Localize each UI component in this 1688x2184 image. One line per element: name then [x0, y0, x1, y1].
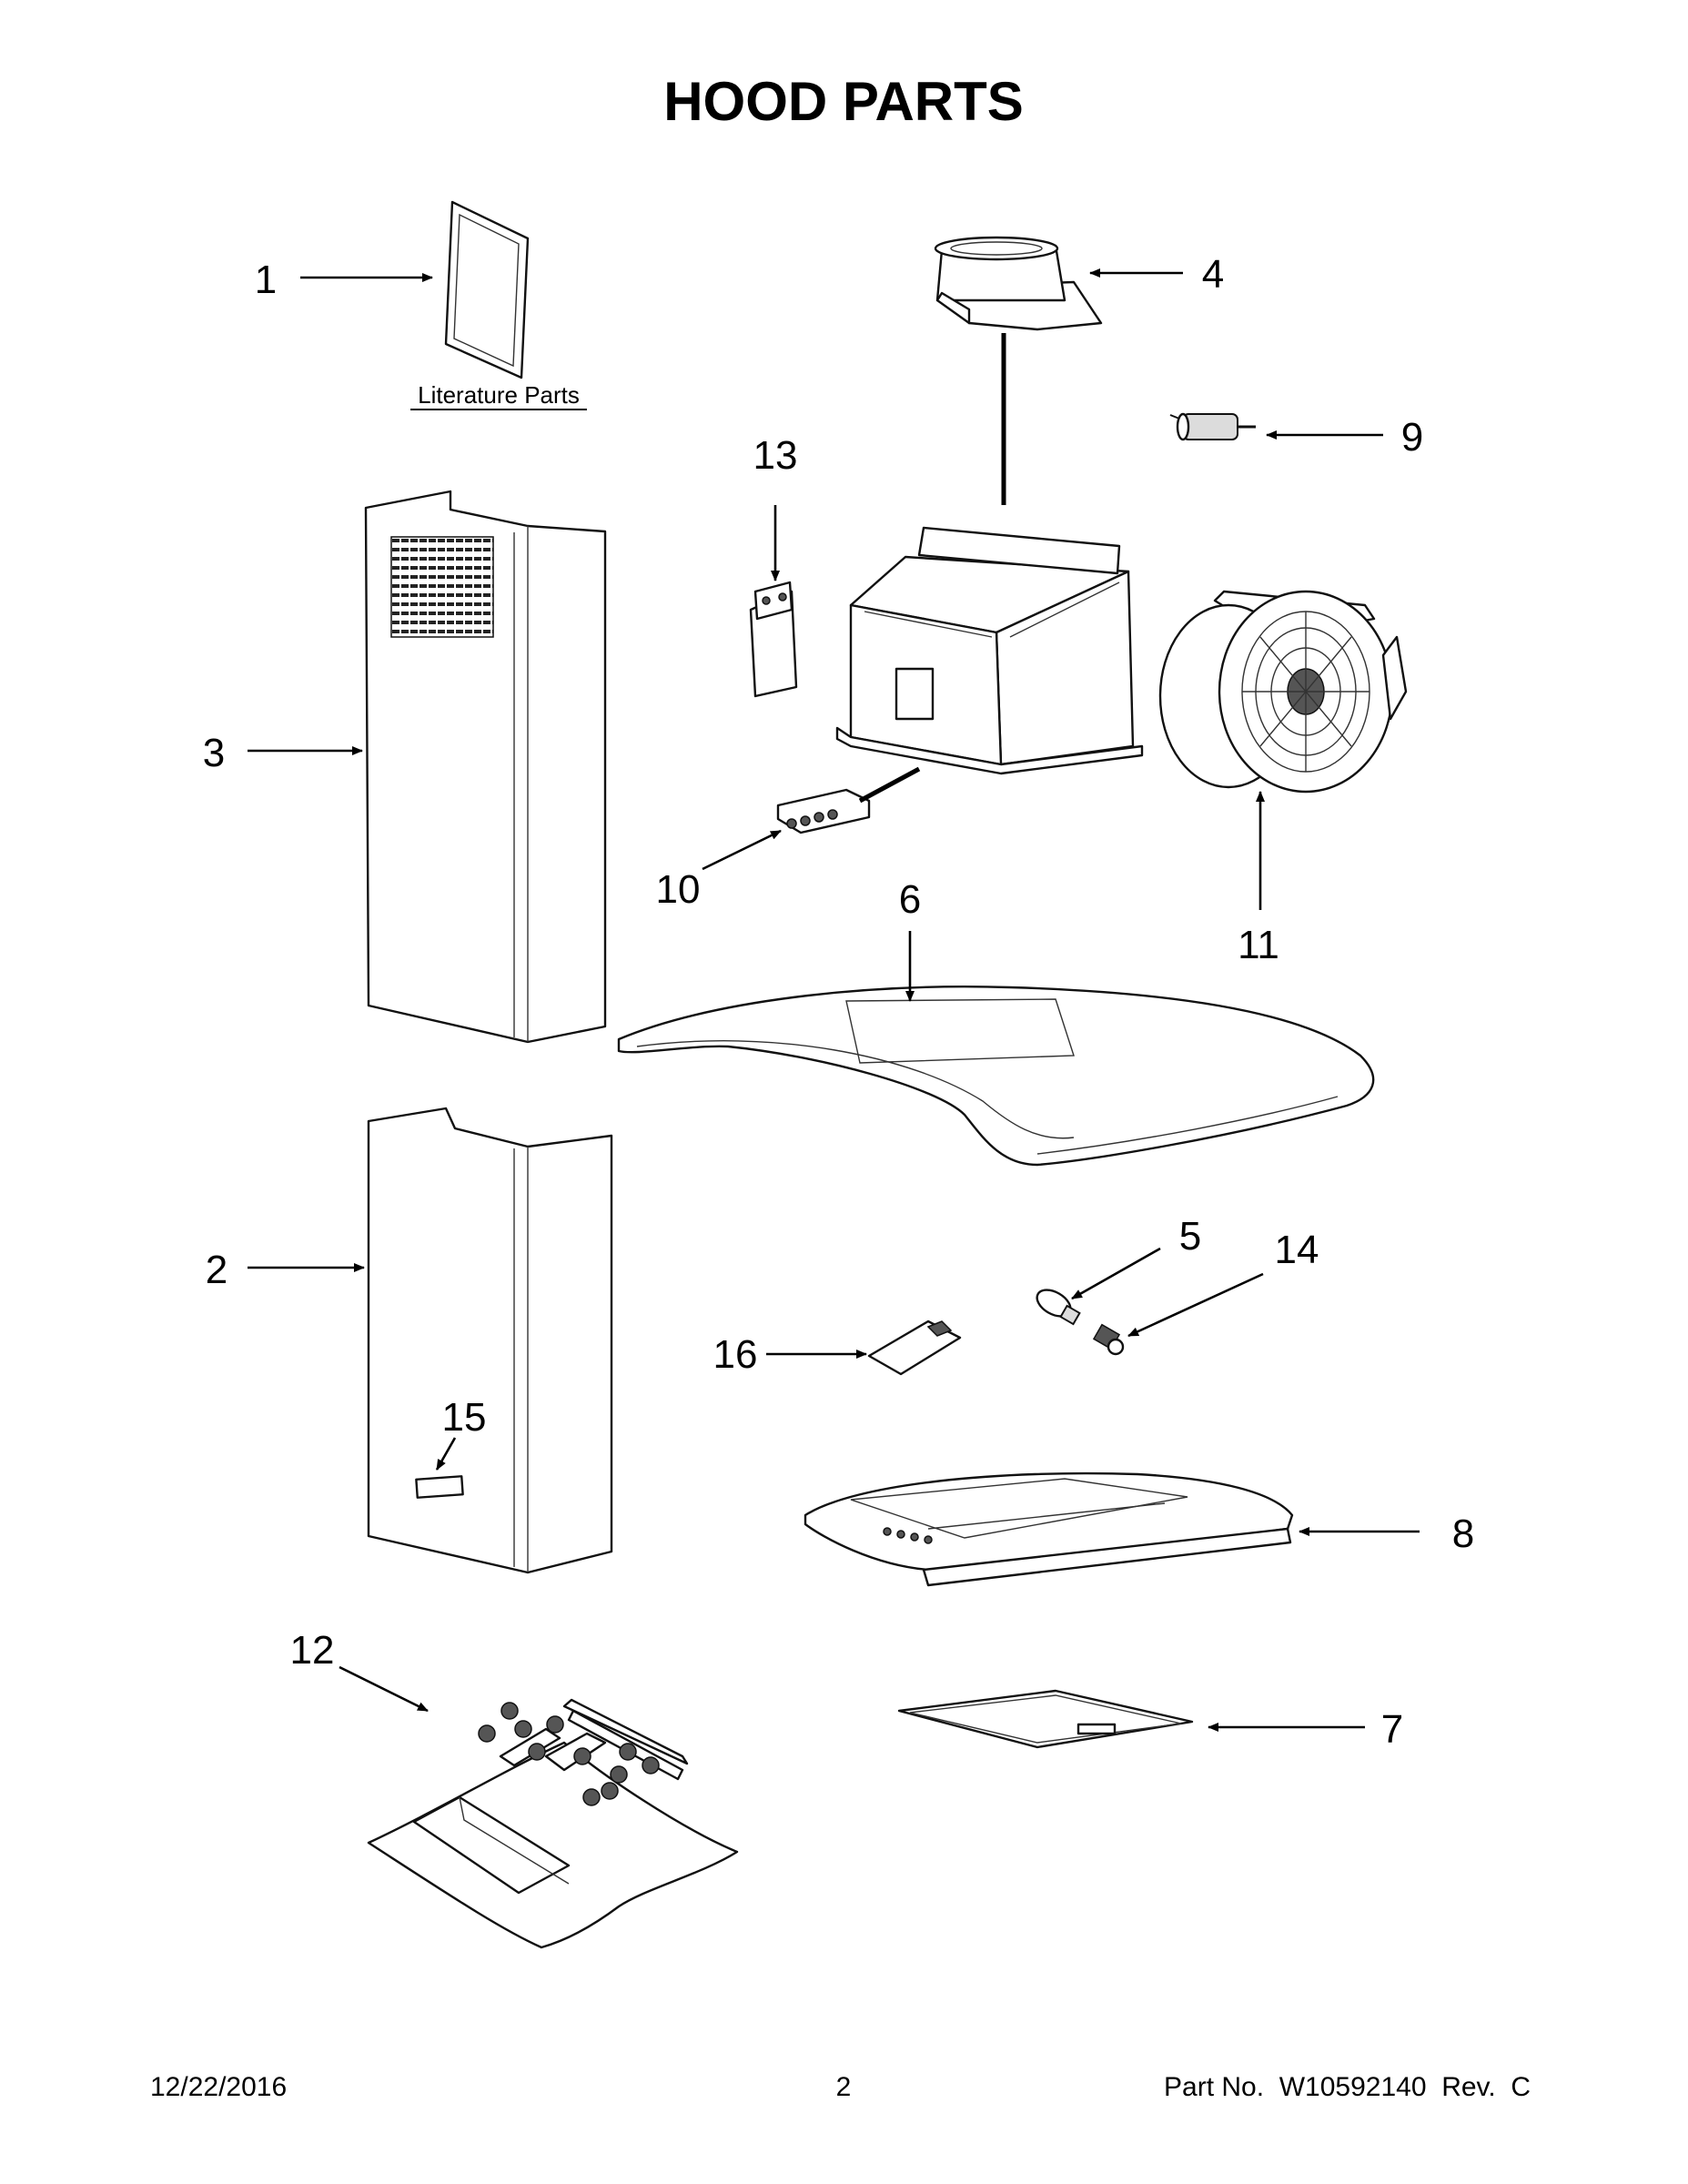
callout-3: 3 [203, 731, 225, 775]
bracket-left [412, 1795, 571, 1895]
callout-7: 7 [1381, 1707, 1403, 1752]
callout-numbers: 1 2 3 4 5 6 7 8 9 10 11 12 13 14 15 16 [203, 252, 1474, 1752]
upper-chimney-vent-grille [390, 536, 494, 638]
callout-15: 15 [442, 1395, 487, 1440]
callout-14: 14 [1275, 1228, 1319, 1272]
light-bulb [1036, 1289, 1081, 1326]
blower-motor [1158, 590, 1408, 794]
callout-1: 1 [255, 258, 277, 302]
callout-13: 13 [753, 433, 798, 478]
grease-filter [897, 1689, 1194, 1749]
callout-16: 16 [713, 1332, 758, 1377]
nameplate [867, 1320, 962, 1376]
hardware-bag [367, 1698, 739, 1949]
control-switch-board [776, 788, 871, 834]
callout-10: 10 [656, 867, 701, 912]
leader-lines [248, 268, 1420, 1732]
literature-parts-label: Literature Parts [418, 381, 580, 409]
page-title: HOOD PARTS [663, 71, 1024, 132]
callout-6: 6 [899, 877, 921, 922]
callout-5: 5 [1179, 1214, 1201, 1259]
lower-chimney [367, 1107, 613, 1574]
housing-opening [895, 667, 935, 721]
chimney-label [415, 1475, 464, 1499]
switch-connector-line [858, 766, 921, 804]
callout-4: 4 [1202, 252, 1224, 297]
electrical-box [749, 581, 798, 698]
footer-page-number: 2 [836, 2072, 852, 2102]
lamp-socket [1092, 1323, 1125, 1356]
callout-11: 11 [1238, 923, 1279, 967]
footer-date: 12/22/2016 [150, 2072, 287, 2102]
blower-housing [835, 526, 1144, 775]
footer-part-number: Part No. W10592140 Rev. C [1164, 2072, 1531, 2102]
exhaust-damper [934, 236, 1103, 331]
screws [478, 1702, 660, 1806]
glass-canopy [617, 986, 1375, 1167]
capacitor [1169, 412, 1256, 441]
literature-booklet [444, 200, 530, 379]
callout-8: 8 [1452, 1512, 1474, 1556]
lower-hood-panel [804, 1471, 1294, 1587]
upper-chimney [364, 490, 607, 1044]
callout-2: 2 [206, 1248, 227, 1292]
callout-12: 12 [290, 1628, 335, 1673]
callout-9: 9 [1401, 415, 1423, 460]
